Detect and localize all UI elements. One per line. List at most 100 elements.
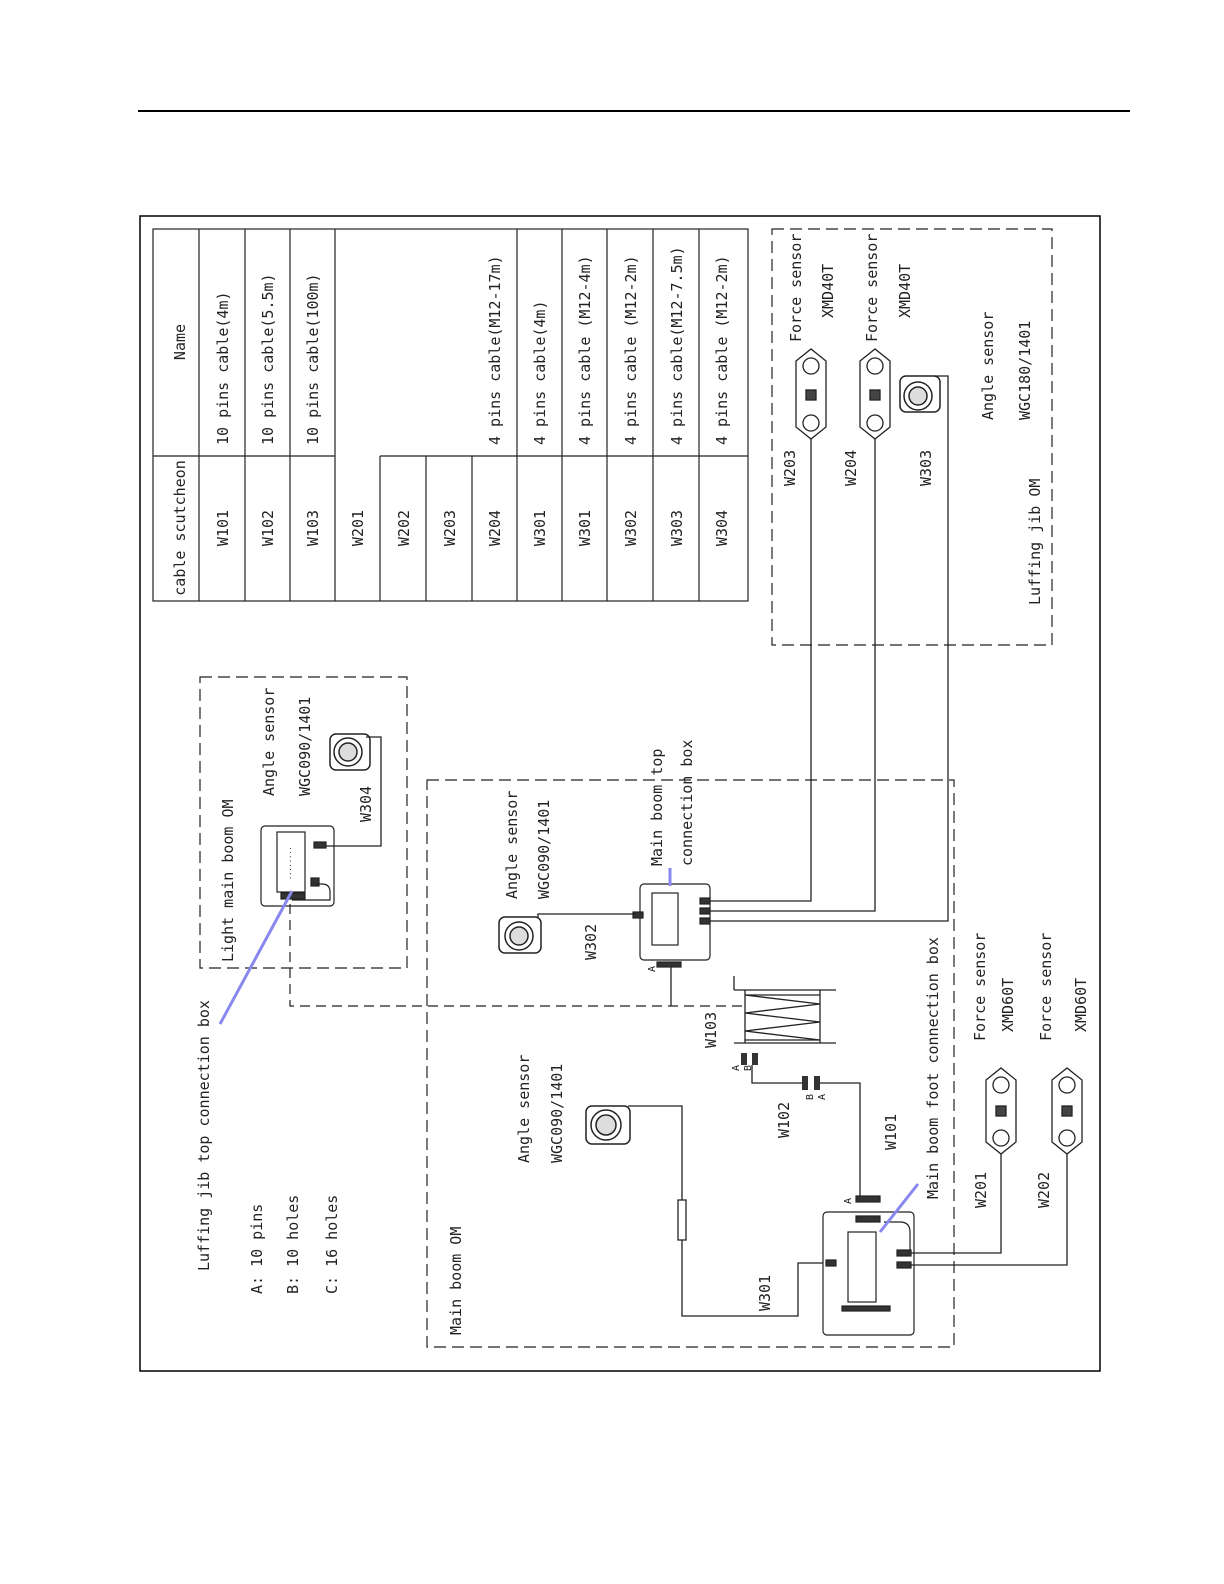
table-row-scutcheon: W301 [576, 510, 594, 546]
legend-title: Luffing jib top connection box [195, 1000, 213, 1271]
table-row-scutcheon: W203 [441, 510, 459, 546]
table-row-name: 4 pins cable(M12-17m) [486, 255, 504, 445]
force-sensor-model: XMD60T [1072, 978, 1090, 1032]
table-row-scutcheon: W302 [622, 510, 640, 546]
force-sensor-label: Force sensor [863, 234, 881, 342]
cable-label-w201: W201 [972, 1172, 990, 1208]
force-sensor-icon [795, 348, 827, 440]
table-row-name: 4 pins cable(4m) [531, 301, 549, 446]
pointer-line [878, 1183, 920, 1233]
port-label-b: B [805, 1094, 816, 1100]
angle-sensor-label: Angle sensor [515, 1055, 533, 1163]
cable-internal [292, 883, 331, 901]
cable-w202 [911, 1154, 1068, 1266]
luffing-jib-om-title: Luffing jib OM [1026, 479, 1044, 605]
table-row-scutcheon: W101 [214, 510, 232, 546]
cable-w204 [710, 439, 876, 912]
cable-label-w302: W302 [582, 924, 600, 960]
foot-box-label: Main boom foot connection box [924, 937, 942, 1199]
cable-w303 [710, 375, 949, 922]
light-main-boom-title: Light main boom OM [219, 799, 237, 962]
force-sensor-icon [1051, 1067, 1083, 1155]
angle-sensor-model: WGC090/1401 [296, 697, 314, 796]
main-boom-om-title: Main boom OM [447, 1227, 465, 1335]
table-row-scutcheon: W303 [668, 510, 686, 546]
angle-sensor-label: Angle sensor [979, 312, 997, 420]
pointer-line [218, 890, 294, 1025]
angle-sensor-icon [329, 733, 371, 771]
cable-w301 [628, 1105, 830, 1317]
cable-link-dashed [289, 904, 745, 1007]
top-box-label: Main boom top [648, 749, 666, 866]
force-sensor-label: Force sensor [787, 234, 805, 342]
port-label-a: A [647, 966, 658, 972]
angle-sensor-icon [899, 375, 941, 413]
force-sensor-label: Force sensor [1037, 933, 1055, 1041]
port-label-a: A [843, 1198, 854, 1204]
force-sensor-model: XMD40T [896, 264, 914, 318]
cable-w304 [325, 736, 382, 847]
cable-internal [884, 1221, 911, 1250]
light-main-boom-om-frame [199, 676, 408, 969]
cable-reel-icon [733, 976, 836, 1044]
cable-table [152, 228, 749, 602]
legend-item-c: C: 16 holes [323, 1195, 341, 1294]
cable-w102 [751, 1065, 802, 1084]
svg-text:········: ········ [287, 846, 295, 880]
force-sensor-icon [859, 348, 891, 440]
table-row-scutcheon: W301 [531, 510, 549, 546]
top-box-label: connection box [678, 740, 696, 866]
cable-label-w203: W203 [781, 450, 799, 486]
table-row-name: 4 pins cable (M12-4m) [576, 255, 594, 445]
connector-icon [741, 1053, 820, 1090]
force-sensor-icon [985, 1067, 1017, 1155]
table-row-scutcheon: W204 [486, 510, 504, 546]
table-row-scutcheon: W304 [713, 510, 731, 546]
table-row-name: 10 pins cable(100m) [304, 273, 322, 445]
cable-label-w301: W301 [756, 1275, 774, 1311]
cable-label-w303: W303 [917, 450, 935, 486]
force-sensor-label: Force sensor [971, 933, 989, 1041]
angle-sensor-model: WGC090/1401 [548, 1064, 566, 1163]
header-scutcheon: cable scutcheon [171, 460, 189, 595]
legend: Luffing jib top connection box A: 10 pin… [195, 1000, 341, 1294]
cable-label-w304: W304 [357, 786, 375, 822]
table-row-name: 4 pins cable (M12-2m) [622, 255, 640, 445]
diagram-frame [139, 215, 1101, 1372]
cable-table-text: cable scutcheon Name W101 W102 W103 W201… [171, 246, 731, 595]
port-label-a: A [817, 1094, 828, 1100]
cable-w302 [537, 913, 636, 917]
port-label-a: A [731, 1065, 742, 1071]
cable-w203 [710, 439, 812, 902]
angle-sensor-label: Angle sensor [260, 688, 278, 796]
header-name: Name [171, 324, 189, 360]
cable-w201 [911, 1154, 1002, 1254]
legend-item-b: B: 10 holes [284, 1195, 302, 1294]
table-row-name: 4 pins cable (M12-2m) [713, 255, 731, 445]
connector-icon [677, 1199, 687, 1241]
table-row-name: 10 pins cable(4m) [214, 291, 232, 445]
table-row-scutcheon: W103 [304, 510, 322, 546]
cable-w101 [820, 1082, 861, 1196]
main-boom-foot-connection-box [822, 1195, 915, 1336]
main-boom-top-connection-box [632, 883, 711, 968]
force-sensor-model: XMD40T [819, 264, 837, 318]
main-boom-om-frame [426, 779, 955, 1348]
table-row-scutcheon: W202 [395, 510, 413, 546]
angle-sensor-label: Angle sensor [503, 791, 521, 899]
cable-label-w102: W102 [775, 1102, 793, 1138]
cable-label-w103: W103 [702, 1012, 720, 1048]
luffing-jib-om-frame [771, 228, 1053, 646]
table-row-name: 10 pins cable(5.5m) [259, 273, 277, 445]
light-main-boom-text: Light main boom OM Angle sensor WGC090/1… [219, 688, 375, 962]
force-sensor-model: XMD60T [999, 978, 1017, 1032]
angle-sensor-model: WGC090/1401 [535, 800, 553, 899]
angle-sensor-icon [585, 1105, 631, 1145]
foot-sensors-text: Force sensor XMD60T Force sensor XMD60T … [971, 933, 1090, 1208]
legend-item-a: A: 10 pins [248, 1204, 266, 1294]
port-label-b: B [743, 1065, 754, 1071]
cable-label-w202: W202 [1035, 1172, 1053, 1208]
angle-sensor-model: WGC180/1401 [1016, 321, 1034, 420]
angle-sensor-icon [498, 916, 542, 954]
